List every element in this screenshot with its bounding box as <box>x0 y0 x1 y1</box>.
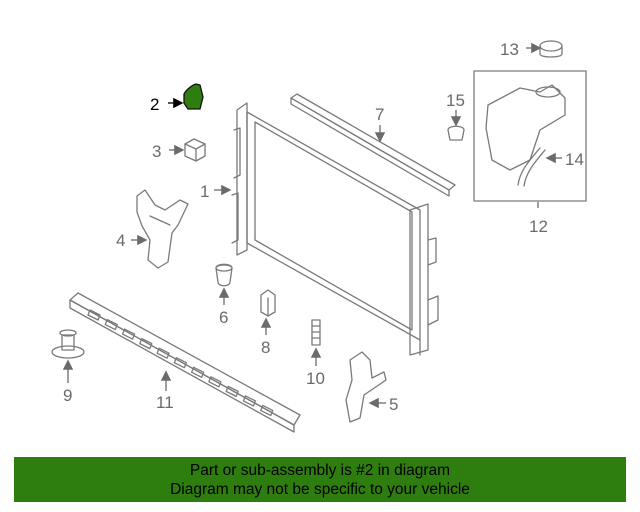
push-pin-part[interactable] <box>51 329 85 359</box>
banner-line-2: Diagram may not be specific to your vehi… <box>170 481 470 498</box>
small-cap-part[interactable] <box>447 125 465 141</box>
deflector-slot <box>139 337 153 350</box>
callout-14[interactable]: 14 <box>565 150 584 169</box>
air-deflector-part[interactable] <box>69 292 301 433</box>
lower-bracket-part[interactable] <box>345 351 387 423</box>
clip-part[interactable] <box>260 289 276 317</box>
seal-strip-part[interactable] <box>290 93 456 197</box>
deflector-slot <box>173 357 188 369</box>
leader-lines <box>62 42 562 409</box>
deflector-slot <box>208 376 222 388</box>
callout-8[interactable]: 8 <box>261 338 270 357</box>
deflector-slot <box>190 366 205 378</box>
deflector-slot <box>104 318 118 331</box>
deflector-slot <box>87 309 101 321</box>
callout-13[interactable]: 13 <box>500 40 519 59</box>
drain-plug-part[interactable] <box>311 319 321 346</box>
callout-11[interactable]: 11 <box>156 393 174 412</box>
deflector-slot <box>121 328 136 340</box>
deflector-slot <box>242 395 257 407</box>
parts-diagram: 1 2 3 4 5 6 7 8 9 10 11 12 13 14 15 <box>51 40 587 433</box>
banner-line-1: Part or sub-assembly is #2 in diagram <box>189 462 451 479</box>
hose-part[interactable] <box>517 147 546 187</box>
callout-12[interactable]: 12 <box>529 217 548 236</box>
callout-9[interactable]: 9 <box>63 386 72 405</box>
callout-5[interactable]: 5 <box>389 395 398 414</box>
cube-insulator-part[interactable] <box>184 138 206 162</box>
callout-15[interactable]: 15 <box>446 91 465 110</box>
radiator-part[interactable] <box>231 102 439 356</box>
grommet-part[interactable] <box>215 263 233 287</box>
bracket-part-highlighted[interactable] <box>183 83 204 110</box>
side-deflector-part[interactable] <box>136 189 189 269</box>
callout-10[interactable]: 10 <box>306 369 325 388</box>
info-banner: Part or sub-assembly is #2 in diagram Di… <box>14 457 626 502</box>
callout-6[interactable]: 6 <box>219 308 228 327</box>
reservoir-assembly-box[interactable] <box>473 70 587 202</box>
deflector-slot <box>260 404 274 417</box>
callout-4[interactable]: 4 <box>116 231 125 250</box>
callout-1: 1 <box>200 182 209 201</box>
reservoir-cap-part[interactable] <box>539 40 563 58</box>
callout-7[interactable]: 7 <box>375 105 384 124</box>
callout-2[interactable]: 2 <box>150 95 159 114</box>
deflector-slot <box>225 385 239 398</box>
callouts: 1 2 3 4 5 6 7 8 9 10 11 12 13 14 15 <box>63 40 584 414</box>
deflector-slots <box>87 309 274 417</box>
callout-3[interactable]: 3 <box>152 142 161 161</box>
deflector-slot <box>156 347 170 359</box>
